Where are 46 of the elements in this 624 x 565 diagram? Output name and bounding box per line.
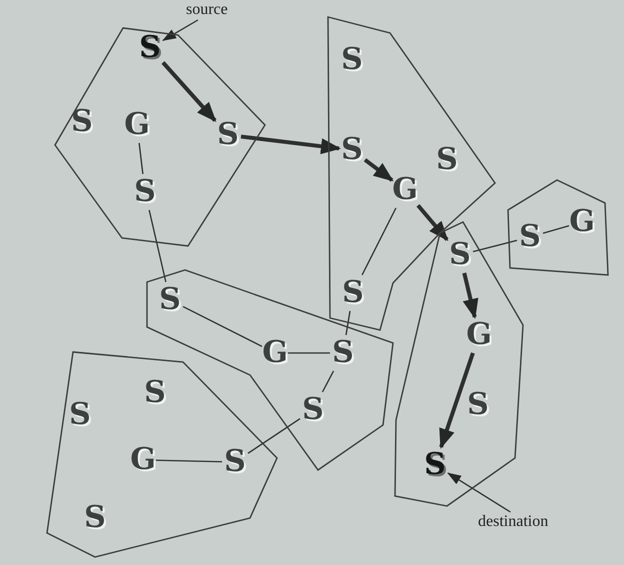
connector-line	[248, 418, 300, 454]
node-letter: G	[569, 204, 595, 240]
leader-line	[447, 472, 511, 513]
arrow	[364, 158, 394, 182]
node-letter: G	[262, 335, 288, 371]
node-letter: S	[517, 219, 543, 255]
node-letter: S	[434, 142, 460, 178]
node-letter: S	[132, 174, 158, 210]
callout-label: source	[186, 0, 244, 20]
node-letter: S	[339, 132, 365, 168]
node-letter: S	[340, 275, 366, 311]
connector-line	[345, 310, 351, 336]
node-letter: S	[82, 500, 108, 536]
node-letter: S	[447, 237, 473, 273]
leader-line	[162, 19, 198, 41]
connector-line	[138, 142, 144, 174]
node-letter: S	[339, 42, 365, 78]
callout-label: destination	[478, 512, 578, 534]
node-letter: S	[67, 397, 93, 433]
arrow	[462, 272, 478, 319]
node-letter: S	[465, 387, 491, 423]
connector-line	[362, 208, 396, 276]
node-letter: S	[330, 335, 356, 371]
arrow	[240, 134, 341, 154]
highlighted-node-letter: S	[137, 30, 163, 66]
connector-line	[472, 240, 518, 252]
connector-line	[148, 210, 166, 282]
node-letter: S	[215, 117, 241, 153]
node-letter: S	[157, 282, 183, 318]
node-letter: S	[142, 375, 168, 411]
highlighted-node-letter: S	[422, 447, 448, 483]
node-letter: S	[300, 392, 326, 428]
connector-line	[288, 352, 330, 354]
node-letter: G	[392, 172, 418, 208]
connector-line	[542, 225, 570, 234]
connector-line	[182, 306, 262, 348]
node-letter: G	[466, 317, 492, 353]
node-letter: S	[222, 444, 248, 480]
connector-line	[322, 370, 334, 392]
node-letter: G	[130, 442, 156, 478]
connector-line	[156, 460, 222, 462]
arrow	[439, 352, 475, 449]
node-letter: S	[69, 104, 95, 140]
node-letter: G	[124, 107, 150, 143]
arrow	[162, 61, 216, 122]
arrow	[416, 204, 449, 242]
